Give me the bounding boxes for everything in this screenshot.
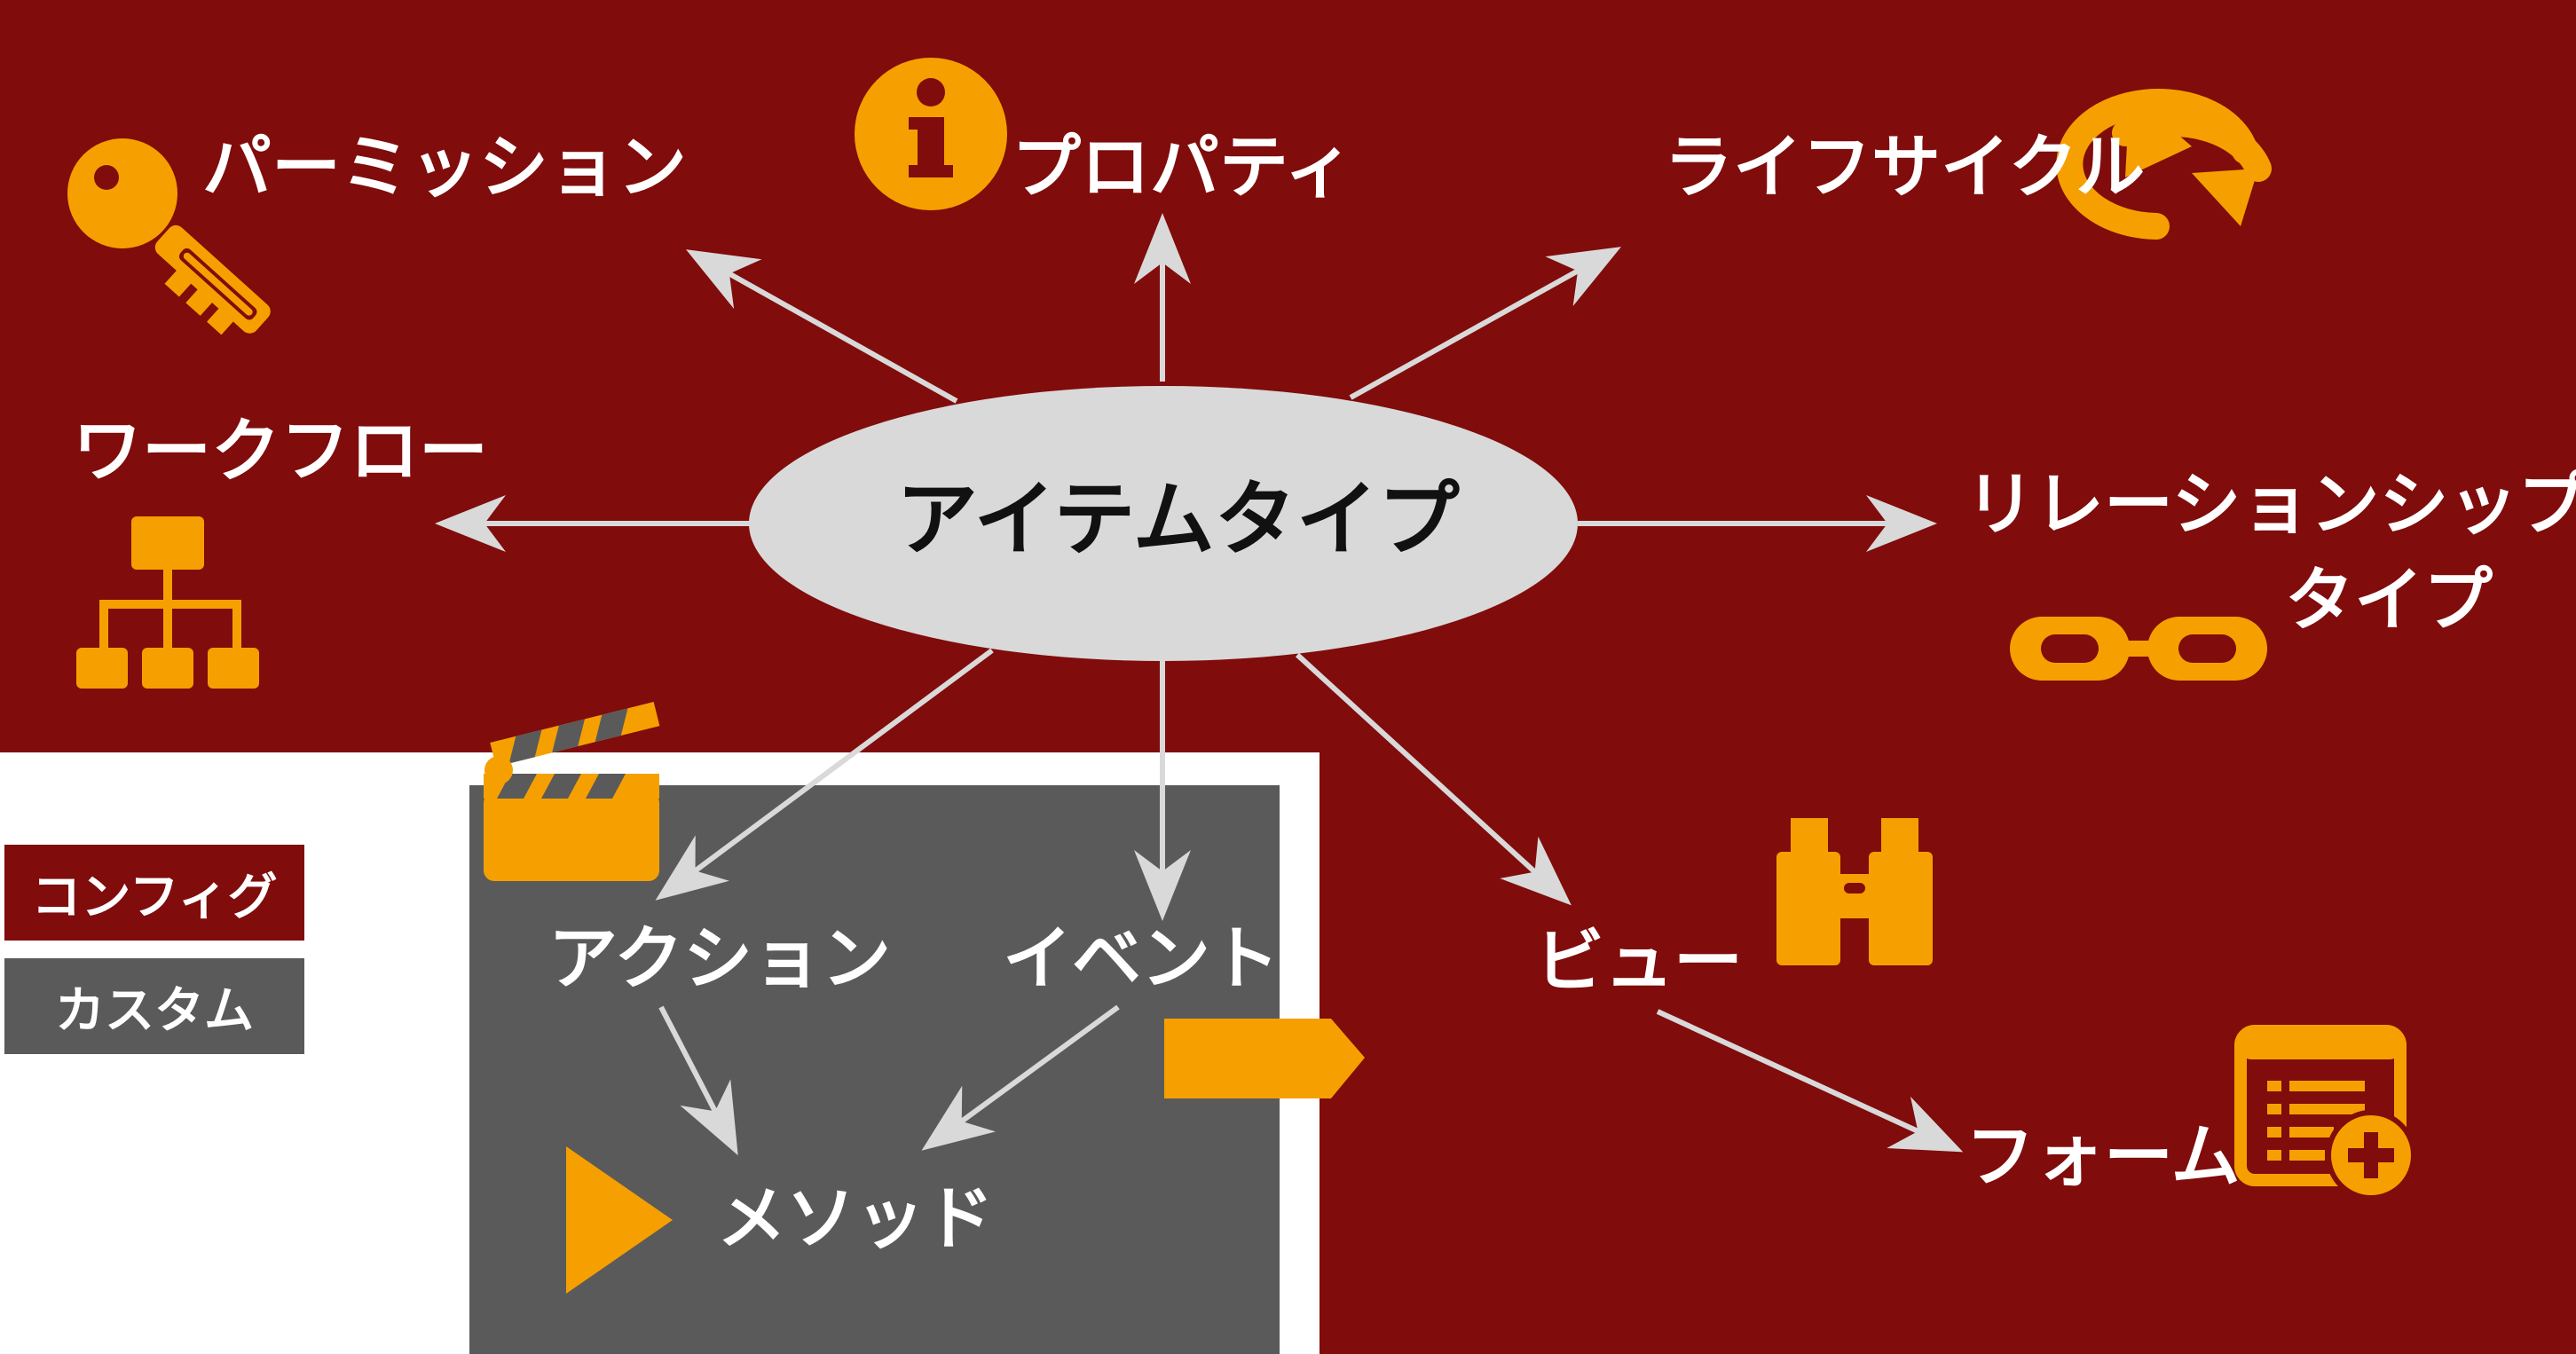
center-ellipse — [749, 386, 1578, 661]
node-relationship-label-line1: リレーションシップ — [1965, 465, 2576, 545]
form-add-icon — [2234, 1025, 2416, 1200]
arrow-event-to-method — [921, 1004, 1120, 1151]
arrow-view-to-form — [1656, 1009, 1964, 1153]
node-view-label: ビュー — [1535, 922, 1744, 1002]
arrow-to-permission — [686, 249, 958, 404]
clapperboard-icon — [484, 701, 660, 881]
org-chart-icon — [76, 516, 259, 689]
node-property-label: プロパティ — [1012, 128, 1354, 208]
node-form-label: フォーム — [1965, 1117, 2241, 1197]
node-event-label: イベント — [1003, 919, 1280, 999]
tag-flag-icon — [1164, 1019, 1365, 1098]
center-label: アイテムタイプ — [896, 472, 1460, 567]
binoculars-icon — [1776, 818, 1933, 965]
play-icon — [566, 1146, 673, 1294]
key-icon — [67, 138, 271, 335]
arrow-to-lifecycle — [1349, 247, 1621, 400]
legend-custom: カスタム — [4, 958, 304, 1054]
node-action-label: アクション — [548, 919, 892, 999]
arrow-to-view — [1295, 652, 1572, 906]
chain-link-icon — [2010, 617, 2267, 681]
info-icon — [855, 58, 1007, 210]
legend-config: コンフィグ — [4, 845, 304, 941]
node-relationship-label-line2: タイプ — [2285, 561, 2493, 641]
node-lifecycle-label: ライフサイクル — [1664, 128, 2146, 208]
node-permission-label: パーミッション — [202, 128, 688, 208]
arrow-action-to-method — [658, 1005, 738, 1156]
node-method-label: メソッド — [717, 1179, 995, 1259]
arrow-to-action — [655, 648, 994, 901]
cycle-arrowheads — [2125, 93, 2258, 226]
node-workflow-label: ワークフロー — [73, 412, 489, 492]
